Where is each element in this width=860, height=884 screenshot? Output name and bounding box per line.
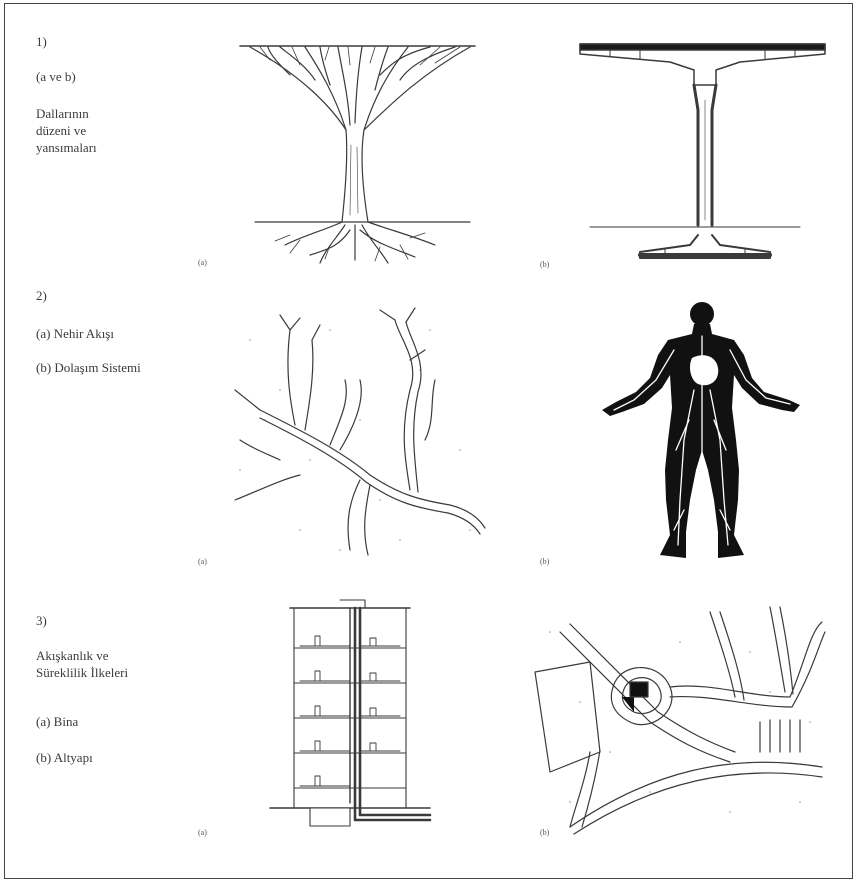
row1-description: Dallarının düzeni ve yansımaları <box>36 105 97 156</box>
row2-caption-b: (b) <box>540 557 549 566</box>
building-section-icon <box>270 598 435 828</box>
row3-description: Akışkanlık ve Süreklilik İlkeleri <box>36 647 128 681</box>
row2-number: 2) <box>36 287 47 304</box>
row2-item-a: (a) Nehir Akışı <box>36 325 114 342</box>
row3-item-b: (b) Altyapı <box>36 749 93 766</box>
t-shaped-structure-icon <box>580 40 830 265</box>
road-interchange-map-icon <box>530 602 825 834</box>
row3-item-a: (a) Bina <box>36 713 78 730</box>
row1-caption-b: (b) <box>540 260 549 269</box>
row1-number: 1) <box>36 33 47 50</box>
human-circulatory-system-icon <box>594 300 804 565</box>
row3-number: 3) <box>36 612 47 629</box>
row1-subtitle: (a ve b) <box>36 68 76 85</box>
row1-caption-a: (a) <box>198 258 207 267</box>
tree-with-roots-icon <box>230 35 480 265</box>
row2-caption-a: (a) <box>198 557 207 566</box>
row2-item-b: (b) Dolaşım Sistemi <box>36 359 141 376</box>
river-network-icon <box>220 300 495 562</box>
row3-caption-a: (a) <box>198 828 207 837</box>
